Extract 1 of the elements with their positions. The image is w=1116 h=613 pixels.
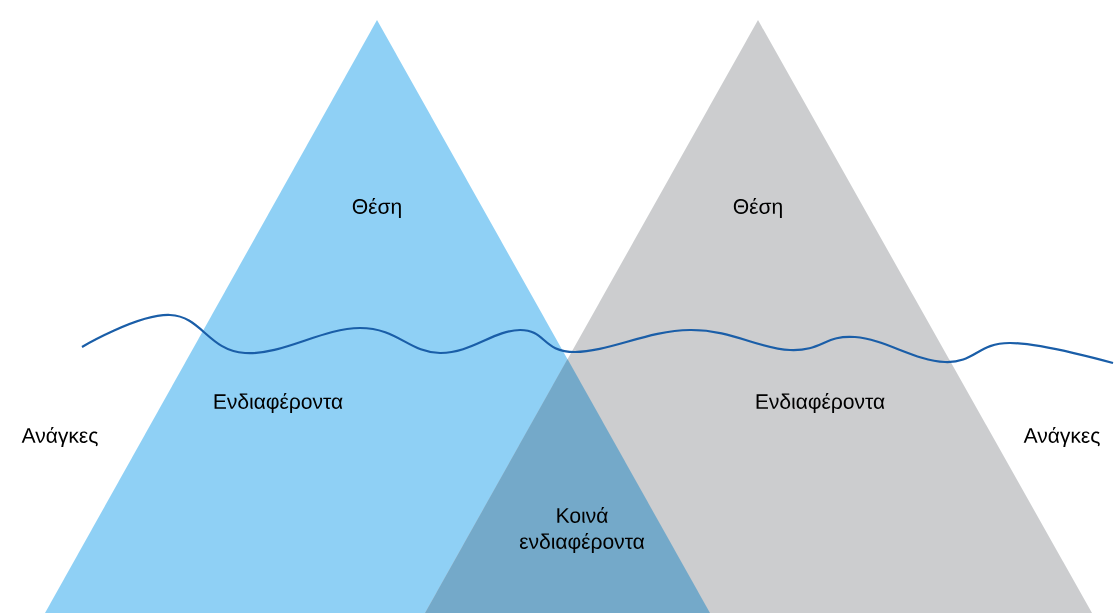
triangle: Κοινά ενδιαφέροντα (425, 359, 710, 613)
